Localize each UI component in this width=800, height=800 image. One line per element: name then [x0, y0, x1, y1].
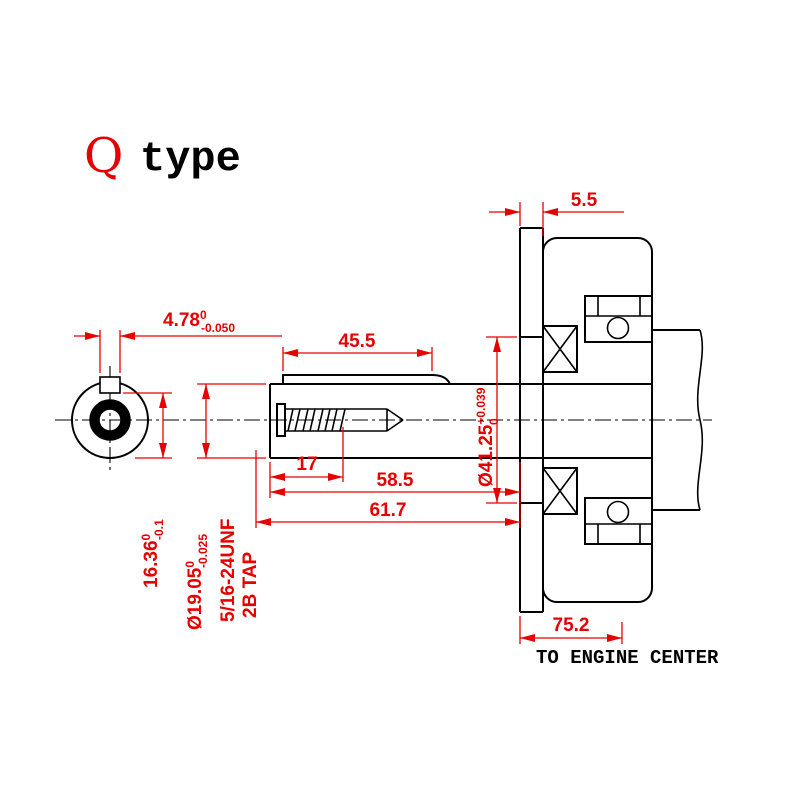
title-word: type [140, 135, 241, 183]
upper-bearing-assembly [542, 295, 653, 373]
lower-seal-cross [542, 467, 578, 515]
lower-bearing-race [585, 523, 652, 544]
dim-key-length: 45.5 [282, 331, 433, 371]
shaft-profile [269, 383, 652, 459]
dim-shaft-diameter-text: Ø19.050-0.025 [183, 534, 210, 630]
title: Q type [84, 128, 241, 184]
tap-spec-line2: 2B TAP [240, 552, 261, 618]
dim-thread-depth: 17 [270, 427, 344, 482]
thread-hatching [287, 408, 346, 432]
dim-engine-center-offset: 75.2 [519, 615, 623, 644]
ext-lines [486, 336, 517, 504]
upper-seal-cross [542, 325, 578, 373]
crankcase [519, 227, 653, 613]
shaft-side-view [269, 374, 652, 459]
ext-lines [197, 383, 266, 459]
dim-key-width: 4.780-0.050 [74, 308, 282, 373]
tap-spec: 5/16-24UNF 2B TAP [218, 519, 261, 623]
crankshaft-journal [652, 329, 704, 511]
dim-length-to-case-text: 58.5 [377, 470, 414, 491]
dim-shaft-diameter: Ø19.050-0.025 [183, 383, 266, 630]
dim-length-to-case: 58.5 [269, 462, 521, 528]
case-body [542, 237, 653, 603]
dim-end-height: 16.360-0.1 [123, 392, 172, 588]
journal-profile [652, 329, 700, 511]
to-engine-center-label: TO ENGINE CENTER [536, 647, 719, 669]
key-cross-section [99, 376, 121, 394]
tap-spec-line1: 5/16-24UNF [218, 519, 239, 623]
tapped-hole-profile [285, 408, 404, 432]
dim-key-width-text: 4.780-0.050 [163, 308, 235, 335]
pilot-boss [520, 336, 543, 504]
dim-overall-length-text: 61.7 [370, 500, 407, 521]
dim-flange-text: 5.5 [571, 190, 598, 211]
dim-engine-offset-text: 75.2 [553, 615, 590, 636]
center-bore-ring [89, 399, 131, 441]
key-profile [282, 374, 451, 385]
dim-key-length-text: 45.5 [339, 331, 376, 352]
dim-bore-diameter-text: Ø41.25+0.0390 [474, 387, 501, 487]
dim-end-height-text: 16.360-0.1 [139, 519, 166, 588]
keyway-mask [100, 377, 120, 393]
dim-flange-thickness: 5.5 [489, 190, 624, 236]
upper-bearing-race [585, 296, 652, 317]
tap-entrance [276, 403, 286, 437]
lower-bearing-ball [606, 500, 630, 524]
break-line [696, 329, 704, 511]
title-letter: Q [84, 128, 123, 184]
dim-overall-length: 61.7 [255, 450, 520, 528]
lower-bearing-assembly [542, 467, 653, 545]
dim-thread-depth-text: 17 [296, 454, 317, 475]
upper-bearing-ball [606, 316, 630, 340]
shaft-end-view [71, 376, 149, 459]
ext-lines [519, 202, 544, 236]
mounting-face [519, 227, 544, 613]
dim-bore-diameter: Ø41.25+0.0390 [474, 336, 517, 504]
